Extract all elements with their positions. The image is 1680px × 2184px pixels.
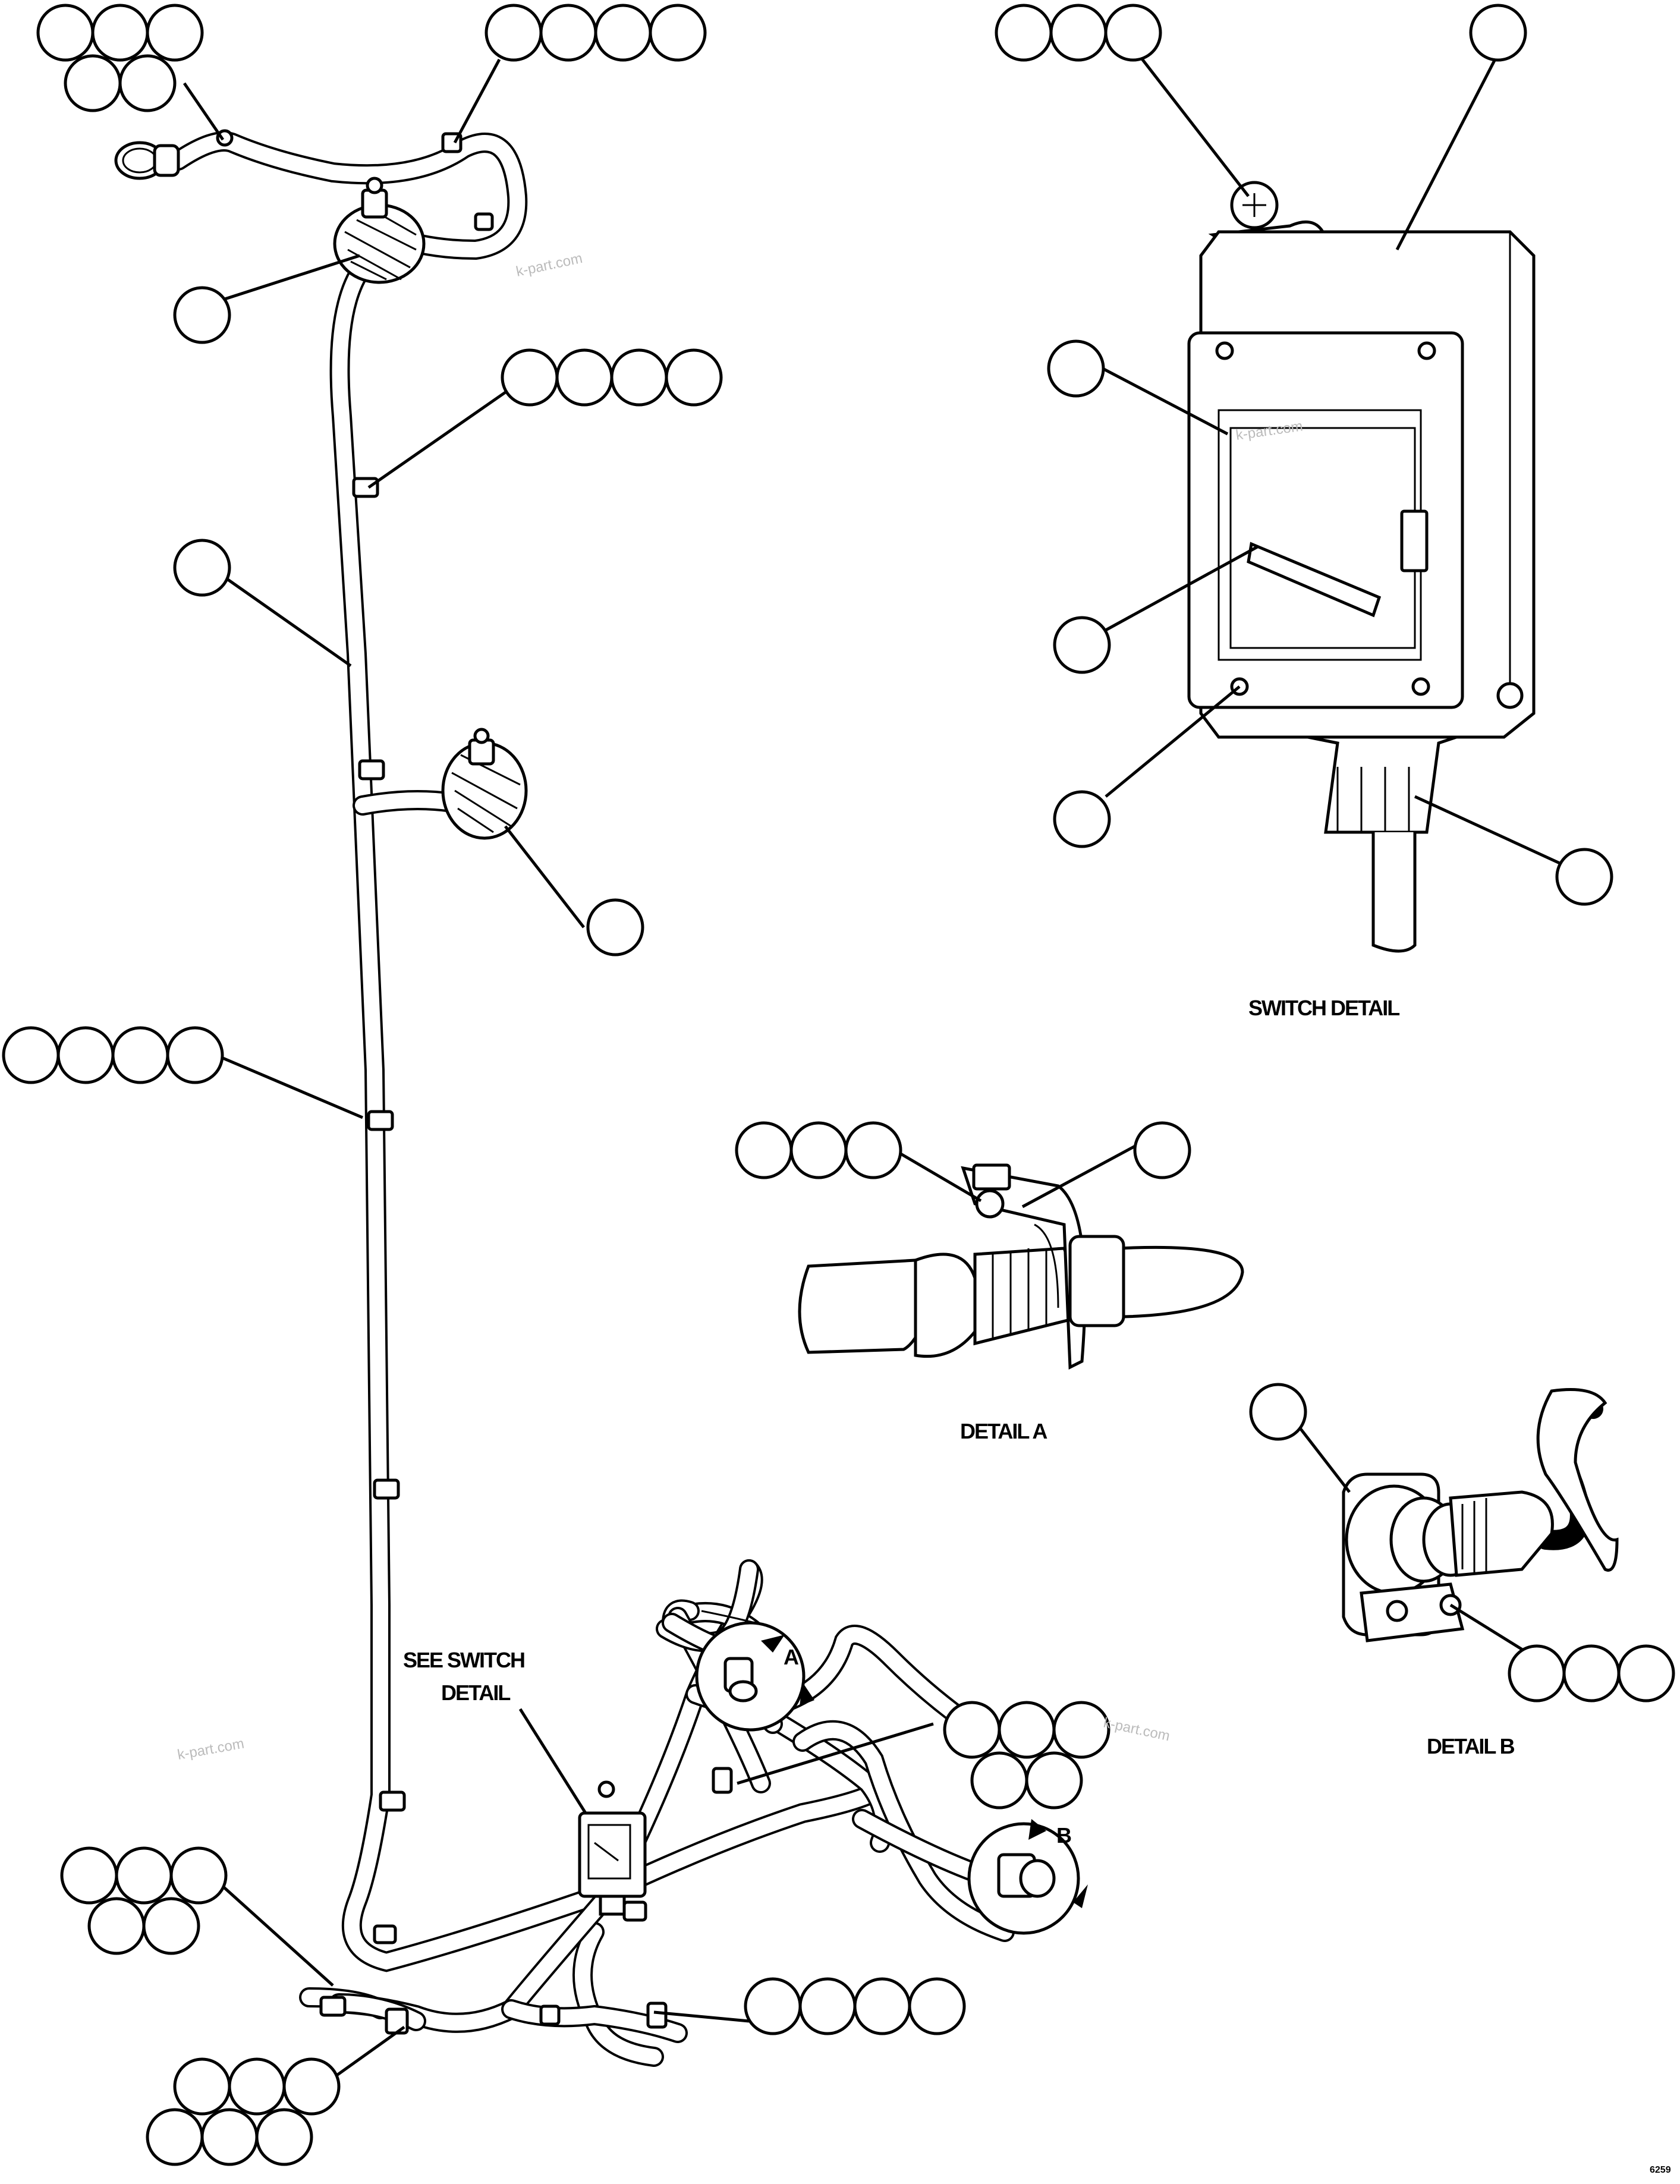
detail-a-bubble [695, 1610, 806, 1732]
see-switch-leader [518, 1708, 587, 1814]
watermark-3: k-part.com [176, 1736, 245, 1763]
detail-b-drawing [1342, 1388, 1619, 1642]
detail-a-drawing [798, 1163, 1244, 1370]
see-switch-label-line2: DETAIL [441, 1681, 510, 1705]
drawing-number: 6259 [1650, 2165, 1671, 2175]
wire-harness [168, 131, 1015, 2067]
detail-a-title: DETAIL A [960, 1419, 1047, 1443]
harness-switch-box [578, 1780, 647, 1916]
switch-detail [1187, 181, 1536, 953]
detail-b-title: DETAIL B [1427, 1734, 1515, 1758]
harness-grommet-lower [441, 728, 528, 840]
harness-grommet-upper [333, 177, 426, 284]
callout-bubbles [2, 4, 1675, 2166]
switch-detail-title: SWITCH DETAIL [1248, 996, 1399, 1020]
detail-b-bubble [967, 1822, 1080, 1935]
see-switch-label-line1: SEE SWITCH [403, 1648, 524, 1672]
ref-b-label: B [1056, 1823, 1071, 1848]
ref-a-label: A [784, 1645, 799, 1669]
watermark-1: k-part.com [515, 250, 584, 280]
leader-lines [183, 49, 1565, 2088]
watermark-4: k-part.com [1102, 1714, 1171, 1744]
view-arrows [761, 1635, 1088, 1908]
harness-connector [114, 129, 234, 180]
